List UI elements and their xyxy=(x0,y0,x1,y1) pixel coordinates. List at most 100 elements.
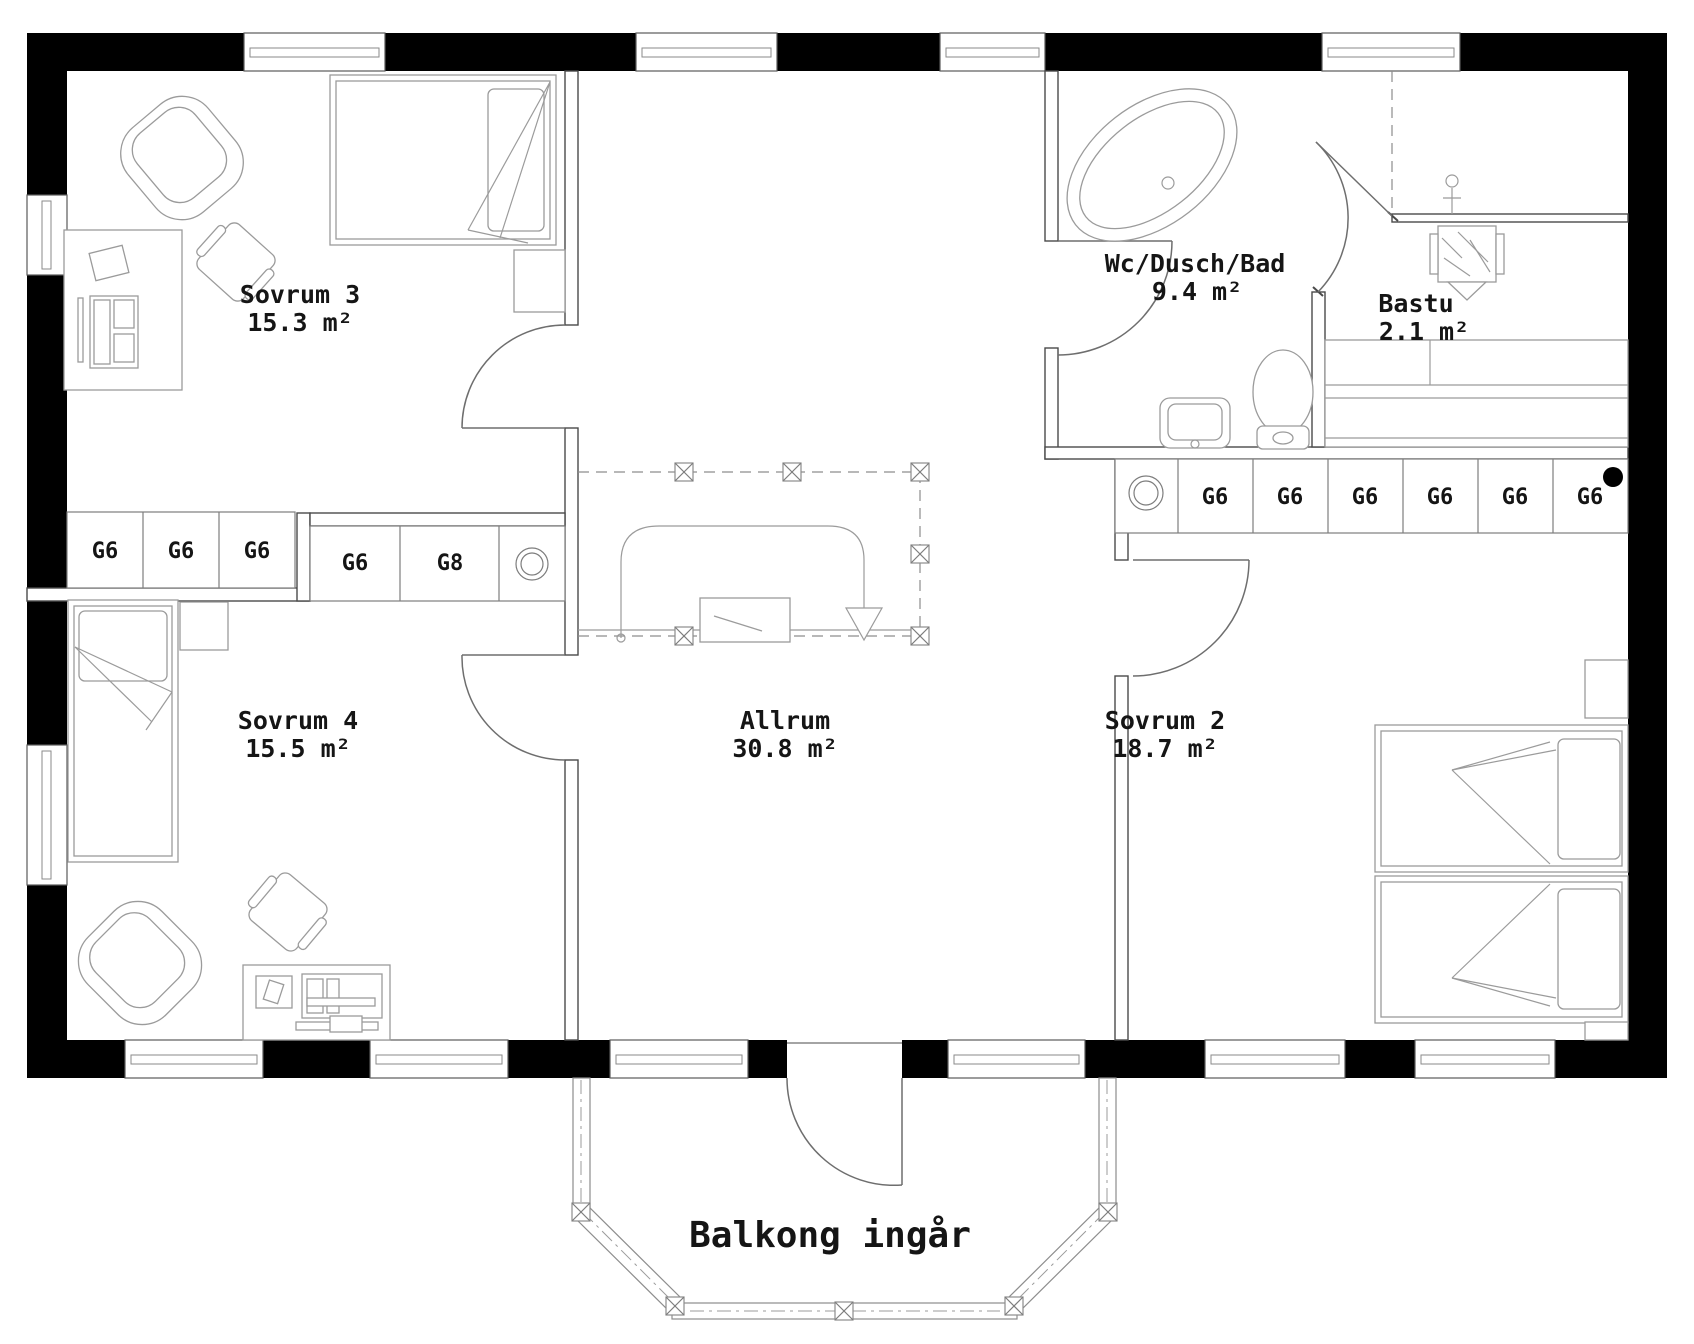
armchair xyxy=(77,900,203,1026)
stair-hatch xyxy=(699,597,791,643)
windows xyxy=(26,32,1556,1079)
room-label-wc: Wc/Dusch/Bad xyxy=(1105,249,1286,278)
wall-top-3 xyxy=(777,33,940,71)
chimney-stack-marker xyxy=(1603,467,1623,487)
laundry-chute-icon xyxy=(515,547,549,581)
wardrobe-row-sovrum3: G6 G6 G6 xyxy=(66,511,296,589)
room-area-wc: 9.4 m² xyxy=(1152,277,1242,306)
window-bottom-6 xyxy=(1414,1039,1556,1079)
window-left-2 xyxy=(26,744,68,886)
room-area-sovrum3: 15.3 m² xyxy=(247,308,352,337)
wall-wc-west-lower xyxy=(1044,347,1059,460)
wall-right xyxy=(1628,33,1667,1078)
laundry-chute-icon-2 xyxy=(1128,475,1164,511)
wardrobe-label: G6 xyxy=(1502,485,1529,510)
wardrobe-label: G8 xyxy=(437,551,464,576)
corner-bathtub xyxy=(1066,88,1238,242)
window-bottom-3 xyxy=(609,1039,749,1079)
stair-arrow-start xyxy=(616,633,626,643)
wc-fixtures xyxy=(1066,88,1314,450)
room-label-sovrum4: Sovrum 4 xyxy=(238,706,358,735)
sovrum3-furniture xyxy=(63,74,566,391)
wall-bottom-8 xyxy=(1555,1040,1667,1078)
laundry-chute-icon-2-inner xyxy=(1133,480,1159,506)
wardrobe-label: G6 xyxy=(1277,485,1304,510)
window-top-4 xyxy=(1321,32,1461,72)
nightstand xyxy=(513,249,566,313)
balcony xyxy=(571,1077,1118,1321)
room-label-sovrum2: Sovrum 2 xyxy=(1105,706,1225,735)
stair-opening xyxy=(578,462,930,646)
sovrum4-furniture xyxy=(67,599,391,1041)
stair-arrow-head xyxy=(844,607,884,642)
sink xyxy=(1159,397,1231,449)
laundry-chute-icon-inner xyxy=(520,552,544,576)
door-sovrum2 xyxy=(1132,559,1250,677)
wall-left-1 xyxy=(27,33,67,195)
wall-top-4 xyxy=(1045,33,1322,71)
bed-single-lower xyxy=(1374,875,1629,1024)
wardrobe-label: G6 xyxy=(1577,485,1604,510)
nightstand-lower xyxy=(1584,1021,1629,1041)
door-bastu xyxy=(1315,141,1393,293)
bathtub-drain xyxy=(1161,176,1175,190)
outer-walls xyxy=(27,33,1667,1078)
wardrobe-label: G6 xyxy=(92,539,119,564)
sauna-heater xyxy=(1429,225,1505,301)
wall-bottom-3 xyxy=(508,1040,610,1078)
wall-top-2 xyxy=(385,33,636,71)
room-labels: Sovrum 3 15.3 m² Sovrum 4 15.5 m² Allrum… xyxy=(238,249,1469,1256)
stair-railing-posts xyxy=(674,462,930,646)
wall-sovrum3-south-right xyxy=(309,512,566,527)
window-left-1 xyxy=(26,194,68,276)
wardrobe-label: G6 xyxy=(1202,485,1229,510)
room-area-sovrum4: 15.5 m² xyxy=(245,734,350,763)
bastu-fixtures xyxy=(1324,174,1629,448)
wall-bottom-1 xyxy=(27,1040,125,1078)
wardrobe-label: G6 xyxy=(244,539,271,564)
wall-bottom-4 xyxy=(748,1040,787,1078)
balcony-posts xyxy=(571,1202,1118,1321)
wardrobe-label: G6 xyxy=(1427,485,1454,510)
wall-wc-south xyxy=(1044,446,1629,460)
window-bottom-2 xyxy=(369,1039,509,1079)
desk-chair xyxy=(196,222,276,302)
sovrum2-furniture xyxy=(1374,659,1629,1041)
bed-single-upper xyxy=(1374,724,1629,873)
balcony-label: Balkong ingår xyxy=(689,1215,971,1256)
desk-with-computer xyxy=(63,229,183,391)
stair-direction-arrow xyxy=(620,525,865,638)
sauna-faucet xyxy=(1443,174,1461,214)
nightstand-upper xyxy=(1584,659,1629,719)
wall-bottom-5 xyxy=(902,1040,948,1078)
armchair xyxy=(120,95,244,221)
desk-chair xyxy=(247,872,328,952)
wall-sovrum3-south-stub xyxy=(296,512,311,602)
wall-bottom-2 xyxy=(263,1040,370,1078)
bed-single xyxy=(329,74,557,246)
wardrobe-row-sovrum2: G6 G6 G6 G6 G6 G6 xyxy=(1114,458,1629,534)
room-area-allrum: 30.8 m² xyxy=(732,734,837,763)
room-label-allrum: Allrum xyxy=(740,706,830,735)
room-label-bastu: Bastu xyxy=(1378,289,1453,318)
wall-sovrum2-west-lower xyxy=(1114,675,1129,1041)
door-sovrum3 xyxy=(461,324,566,429)
window-top-2 xyxy=(635,32,778,72)
window-bottom-1 xyxy=(124,1039,264,1079)
wall-left-2 xyxy=(27,275,67,745)
window-bottom-5 xyxy=(1204,1039,1346,1079)
window-top-3 xyxy=(939,32,1046,72)
doors xyxy=(461,141,1393,1187)
wardrobe-label: G6 xyxy=(168,539,195,564)
door-balcony xyxy=(786,1077,903,1187)
room-area-bastu: 2.1 m² xyxy=(1379,317,1469,346)
sauna-benches xyxy=(1324,339,1629,448)
wall-sovrum3-south-left xyxy=(26,587,311,602)
wall-bastu-west xyxy=(1311,291,1326,448)
wardrobe-label: G6 xyxy=(1352,485,1379,510)
bed-single xyxy=(67,599,179,863)
door-sovrum4 xyxy=(461,654,566,761)
nightstand xyxy=(179,601,229,651)
wall-bastu-north xyxy=(1391,213,1629,223)
